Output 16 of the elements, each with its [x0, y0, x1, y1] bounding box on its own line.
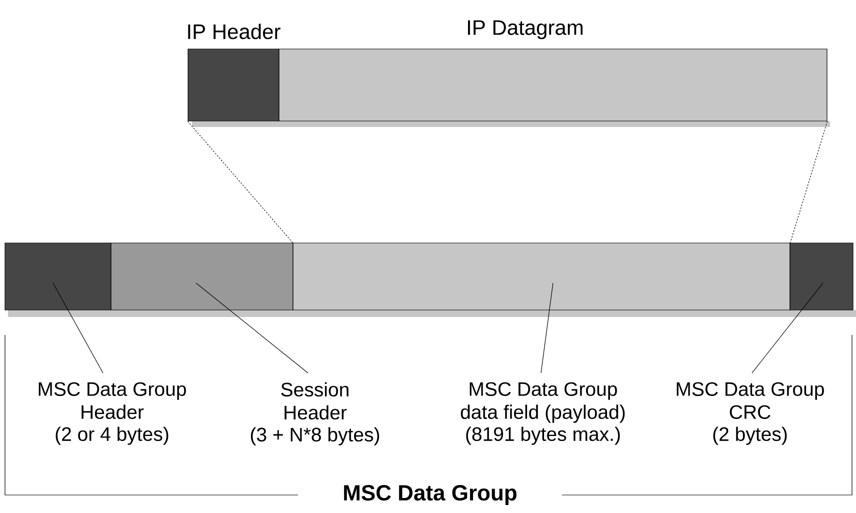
bar-segment	[790, 242, 854, 310]
field-label: MSC Data Group data field (payload) (8191 bytes max.)	[460, 382, 625, 445]
field-label: Session Header (3 + N*8 bytes)	[250, 382, 380, 446]
field-label: MSC Data Group Header (2 or 4 bytes)	[38, 382, 186, 445]
bar-segment	[110, 242, 294, 310]
field-label: MSC Data Group CRC (2 bytes)	[676, 382, 824, 445]
leader-line	[540, 282, 554, 374]
bar-segment: IP Header	[188, 24, 280, 122]
bracket-label: MSC Data Group	[344, 485, 516, 505]
leader-line	[52, 282, 104, 374]
leader-line	[196, 282, 308, 374]
node-label: IP Header	[188, 24, 280, 40]
projection-line	[187, 121, 293, 243]
leader-line	[752, 282, 824, 374]
bar-segment	[4, 242, 112, 310]
node-label: IP Datagram	[468, 20, 583, 40]
